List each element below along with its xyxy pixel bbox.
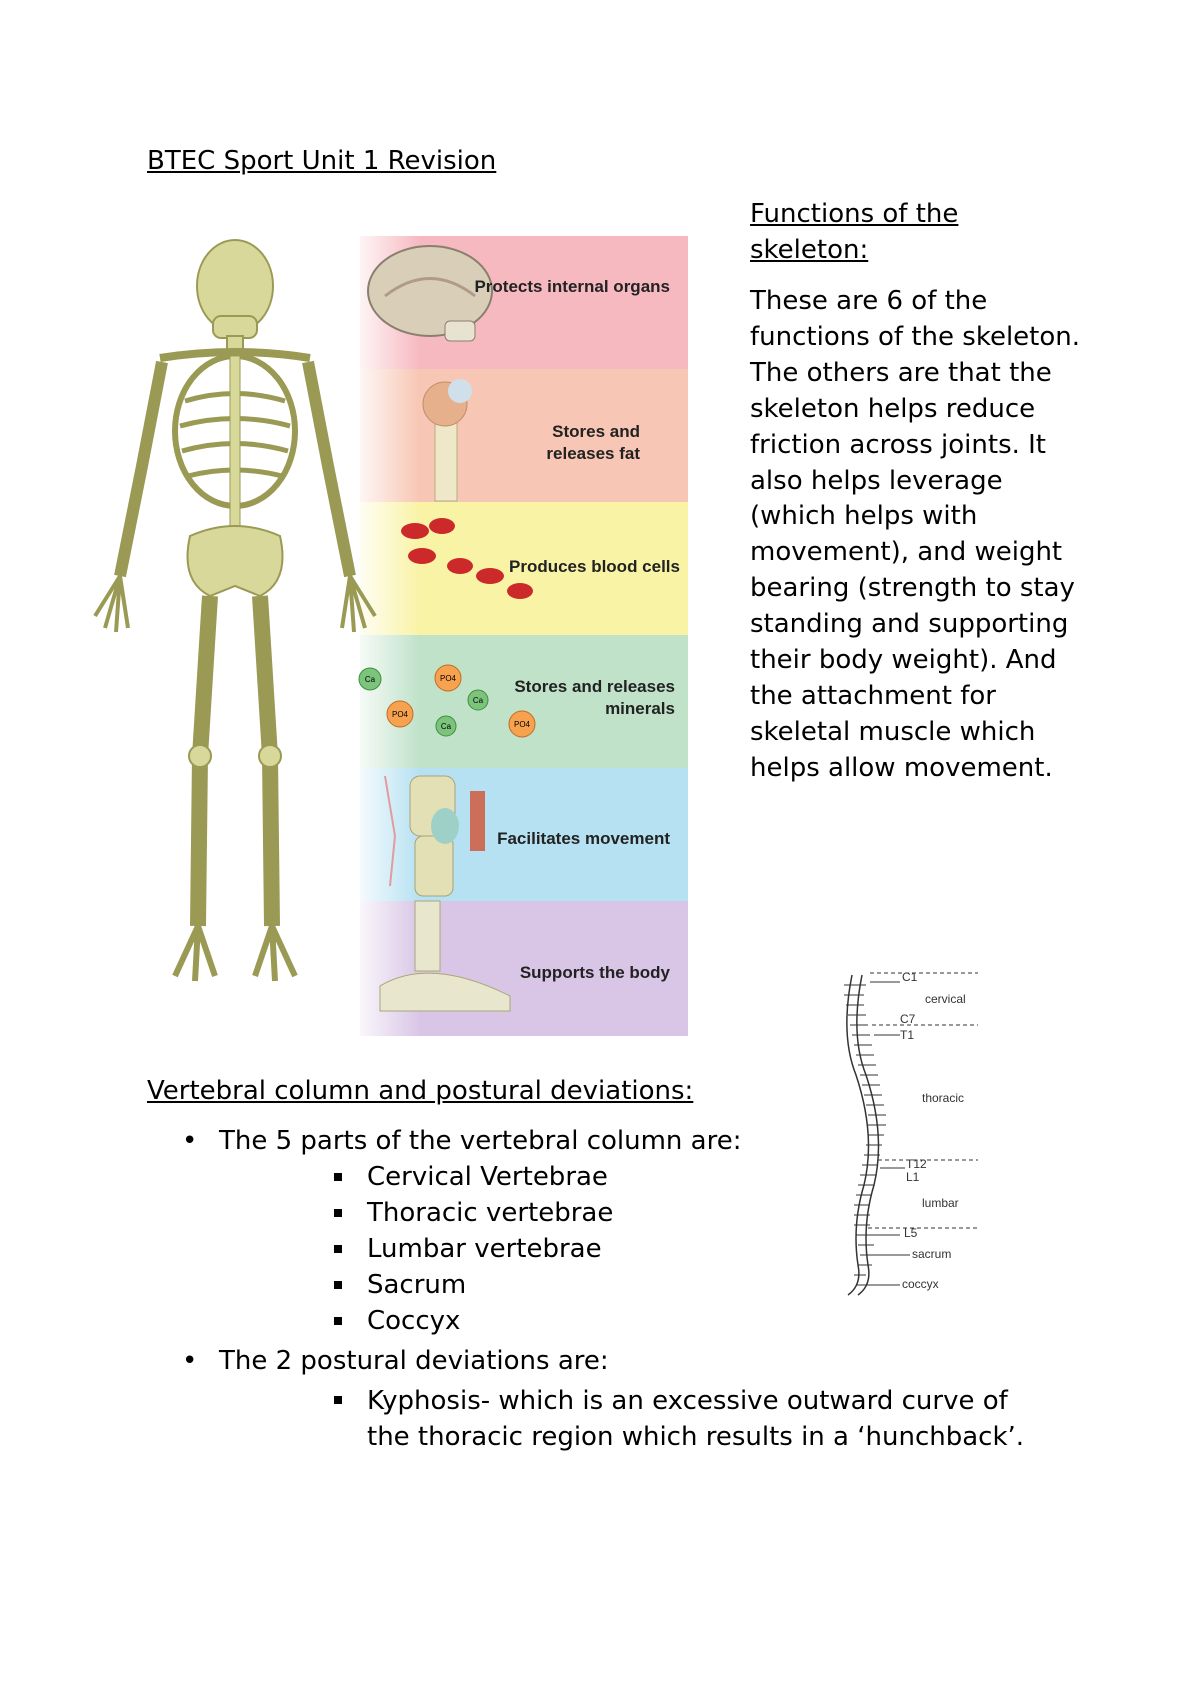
spine-label-c1: C1 bbox=[902, 970, 918, 984]
spine-label-l5: L5 bbox=[904, 1226, 918, 1240]
bullet-square-icon bbox=[334, 1173, 342, 1181]
skeleton-illustration: Ca PO4 Ca PO4 Ca PO4 bbox=[93, 236, 536, 1036]
spine-label-t1: T1 bbox=[900, 1028, 914, 1042]
knee-joint-icon bbox=[384, 775, 485, 897]
list-item: Kyphosis- which is an excessive outward … bbox=[334, 1383, 1054, 1455]
skull-icon bbox=[367, 245, 493, 342]
bullet-square-icon bbox=[334, 1281, 342, 1289]
skeleton-functions-figure: Ca PO4 Ca PO4 Ca PO4 Protects internal o… bbox=[50, 236, 688, 1036]
label-fat: Stores and releases fat bbox=[546, 422, 640, 463]
bone-marrow-icon bbox=[422, 379, 472, 502]
document-title: BTEC Sport Unit 1 Revision bbox=[147, 146, 497, 176]
mineral-label: PO4 bbox=[392, 710, 409, 719]
mineral-label: Ca bbox=[441, 722, 452, 731]
bullet-square-icon bbox=[334, 1245, 342, 1253]
label-blood: Produces blood cells bbox=[509, 557, 680, 576]
label-movement: Facilitates movement bbox=[497, 829, 670, 848]
spine-label-lumbar: lumbar bbox=[922, 1196, 959, 1210]
label-supports: Supports the body bbox=[519, 963, 670, 982]
vertebral-column-illustration: C1 cervical C7 T1 thoracic T12 L1 lumbar… bbox=[844, 970, 978, 1296]
bullet-square-icon bbox=[334, 1396, 342, 1404]
bullet-dot-icon: • bbox=[182, 1346, 198, 1376]
spine-label-l1: L1 bbox=[906, 1170, 920, 1184]
spine-figure: C1 cervical C7 T1 thoracic T12 L1 lumbar… bbox=[800, 965, 980, 1305]
foot-bones-icon bbox=[379, 900, 511, 1012]
functions-heading: Functions of the skeleton: bbox=[750, 199, 959, 265]
spine-label-coccyx: coccyx bbox=[902, 1277, 939, 1291]
spine-label-thoracic: thoracic bbox=[922, 1091, 964, 1105]
mineral-label: Ca bbox=[365, 675, 376, 684]
bullet-dot-icon: • bbox=[182, 1126, 198, 1156]
spine-label-sacrum: sacrum bbox=[912, 1247, 951, 1261]
mineral-label: Ca bbox=[473, 696, 484, 705]
mineral-label: PO4 bbox=[514, 720, 531, 729]
minerals-icon: Ca PO4 Ca PO4 Ca PO4 bbox=[358, 664, 536, 738]
blood-cells-icon bbox=[401, 518, 533, 599]
bullet-square-icon bbox=[334, 1209, 342, 1217]
spine-label-cervical: cervical bbox=[925, 992, 966, 1006]
label-protects: Protects internal organs bbox=[474, 277, 670, 296]
spine-label-t12: T12 bbox=[906, 1157, 927, 1171]
bullet-square-icon bbox=[334, 1317, 342, 1325]
functions-body: These are 6 of the functions of the skel… bbox=[750, 286, 1081, 783]
mineral-label: PO4 bbox=[440, 674, 457, 683]
vertebral-heading: Vertebral column and postural deviations… bbox=[147, 1076, 694, 1106]
spine-label-c7: C7 bbox=[900, 1012, 916, 1026]
label-minerals: Stores and releases minerals bbox=[514, 677, 675, 718]
